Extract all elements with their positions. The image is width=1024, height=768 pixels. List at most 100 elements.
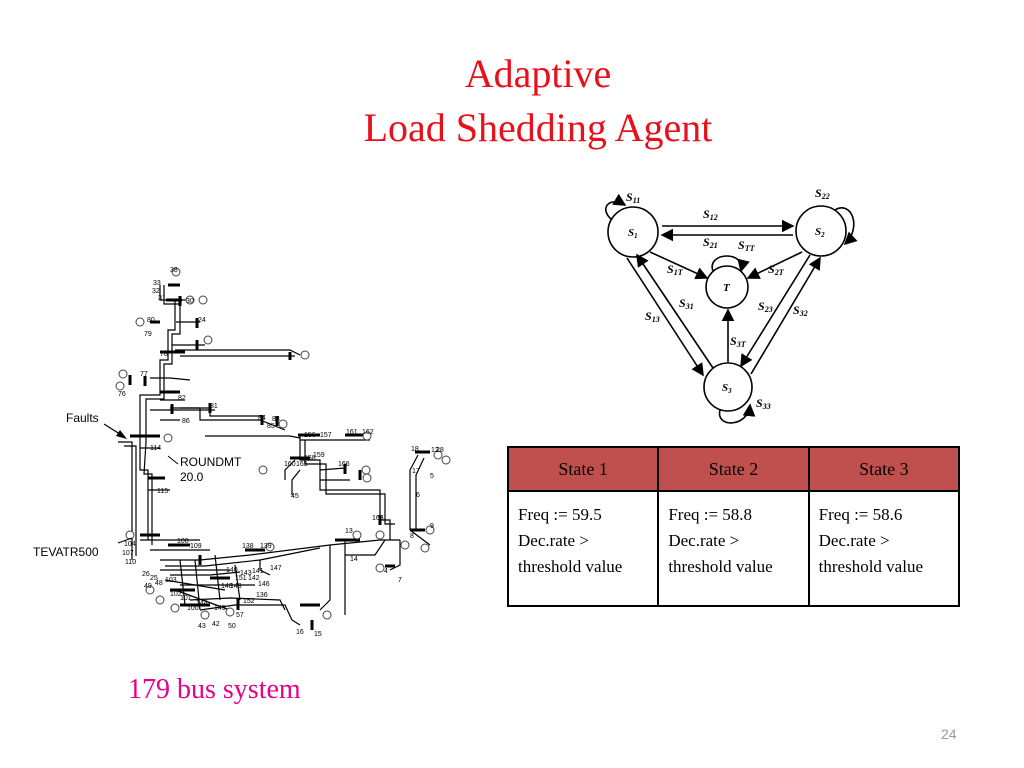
bus-number-label: 139 [260,543,272,550]
table-header-state2: State 2 [657,446,810,492]
edge-s1t [649,251,709,280]
bus-number-label: 26 [142,571,150,578]
bus-number-label: 107 [122,550,134,557]
label-s33: S33 [756,396,771,411]
bus-number-label: 42 [212,621,220,628]
bus-number-label: 79 [144,331,152,338]
bus-number-label: 83 [272,416,280,423]
bus-number-label: 102 [170,591,182,598]
label-s12: S12 [703,207,718,222]
bus-number-label: 158 [304,455,316,462]
bus-number-label: 45 [291,493,299,500]
label-s13: S13 [645,309,660,324]
bus-number-label: 80 [147,317,155,324]
dec-rate-line2: threshold value [818,557,923,576]
state-threshold-table: State 1 State 2 State 3 Freq := 59.5 Dec… [506,446,961,607]
freq-value: Freq := 58.8 [668,505,753,524]
label-t: T [723,282,731,294]
bus-number-label: 18 [411,446,419,453]
bus-number-label: 81 [210,403,218,410]
bus-number-label: 31 [158,295,166,302]
label-s32: S32 [793,303,808,318]
bus-number-label: 32 [152,288,160,295]
label-s1: S1 [628,227,638,240]
label-s22: S22 [815,186,830,201]
generator-symbols [115,267,451,620]
bus-number-label: 14 [350,556,358,563]
bus-number-label: 4 [384,568,388,575]
table-row: Freq := 59.5 Dec.rate > threshold value … [506,490,961,607]
state-t-node [705,265,749,309]
freq-value: Freq := 59.5 [518,505,602,524]
bus-number-label: 17 [412,468,420,475]
bus-bars [128,283,430,630]
dec-rate-line1: Dec.rate > [518,531,589,550]
bus-number-label: 146 [258,581,270,588]
bus-number-label: 12 [431,447,439,454]
edge-s23 [740,254,811,368]
bus-number-label: 162 [362,429,374,436]
bus-number-label: 145 [214,605,226,612]
table-header-state1: State 1 [506,446,660,492]
bus-number-label: 152 [243,598,255,605]
bus-number-label: 104 [124,541,136,548]
loop-s11 [605,193,627,221]
bus-number-label: 84 [258,415,266,422]
bus-number-label: 86 [182,418,190,425]
label-s2: S2 [815,226,825,239]
table-cell-state3: Freq := 58.6 Dec.rate > threshold value [807,490,961,607]
bus-number-label: 100 [187,605,199,612]
slide-title-line1: Adaptive [464,51,612,96]
bus-number-label: 15 [314,631,322,638]
bus-number-label: 110 [125,559,136,566]
bus-number-label: 101 [180,595,192,602]
label-s11: S11 [626,190,640,205]
bus-number-label: 13 [345,528,353,535]
bus-number-label: 28 [436,447,444,454]
bus-number-label: 163 [372,515,384,522]
roundmt-label: ROUNDMT [180,455,242,469]
label-s21: S21 [703,235,718,250]
bus-number-label: 156 [304,432,316,439]
bus-number-label: 38 [170,267,178,274]
fault-arrow [103,423,179,544]
label-s23: S23 [758,299,773,314]
bus-number-label: 166 [338,461,350,468]
state-s3-node [703,362,753,412]
bus-number-label: 109 [190,543,202,550]
bus-number-label: 103 [165,577,177,584]
dec-rate-line2: threshold value [668,557,773,576]
bus-number-label: 147 [270,565,282,572]
bus-number-label: 141 [252,568,264,575]
bus-number-label: 76 [118,391,126,398]
faults-label: Faults [66,411,99,425]
bus-number-label: 57 [236,612,244,619]
bus-number-label: 108 [177,538,189,545]
bus-number-label: 8 [410,533,414,540]
diagram-caption: 179 bus system [128,674,301,705]
slide-title-line2: Load Shedding Agent [363,105,713,150]
table-cell-state2: Freq := 58.8 Dec.rate > threshold value [657,490,810,607]
label-s31: S31 [679,296,694,311]
label-stt: STT [738,238,756,253]
bus-number-label: 85 [267,423,275,430]
bus-number-label: 161 [346,429,358,436]
bus-number-label: 115 [157,488,168,495]
label-s3t: S3T [730,334,747,349]
bus-number-label: 78 [160,351,168,358]
bus-number-label: 138 [242,543,254,550]
bus-number-label: 30 [186,298,194,305]
loop-stt [711,255,750,273]
bus-number-label: 77 [140,371,148,378]
dec-rate-line1: Dec.rate > [818,531,890,550]
edge-s32 [750,256,821,375]
bus-number-label: 114 [150,445,161,452]
table-header-state3: State 3 [807,446,961,492]
dec-rate-line1: Dec.rate > [668,531,740,550]
bus-number-label: 136 [256,592,268,599]
loop-s33 [718,403,756,424]
bus-number-label: 48 [155,580,163,587]
bus-number-label: 49 [144,583,152,590]
